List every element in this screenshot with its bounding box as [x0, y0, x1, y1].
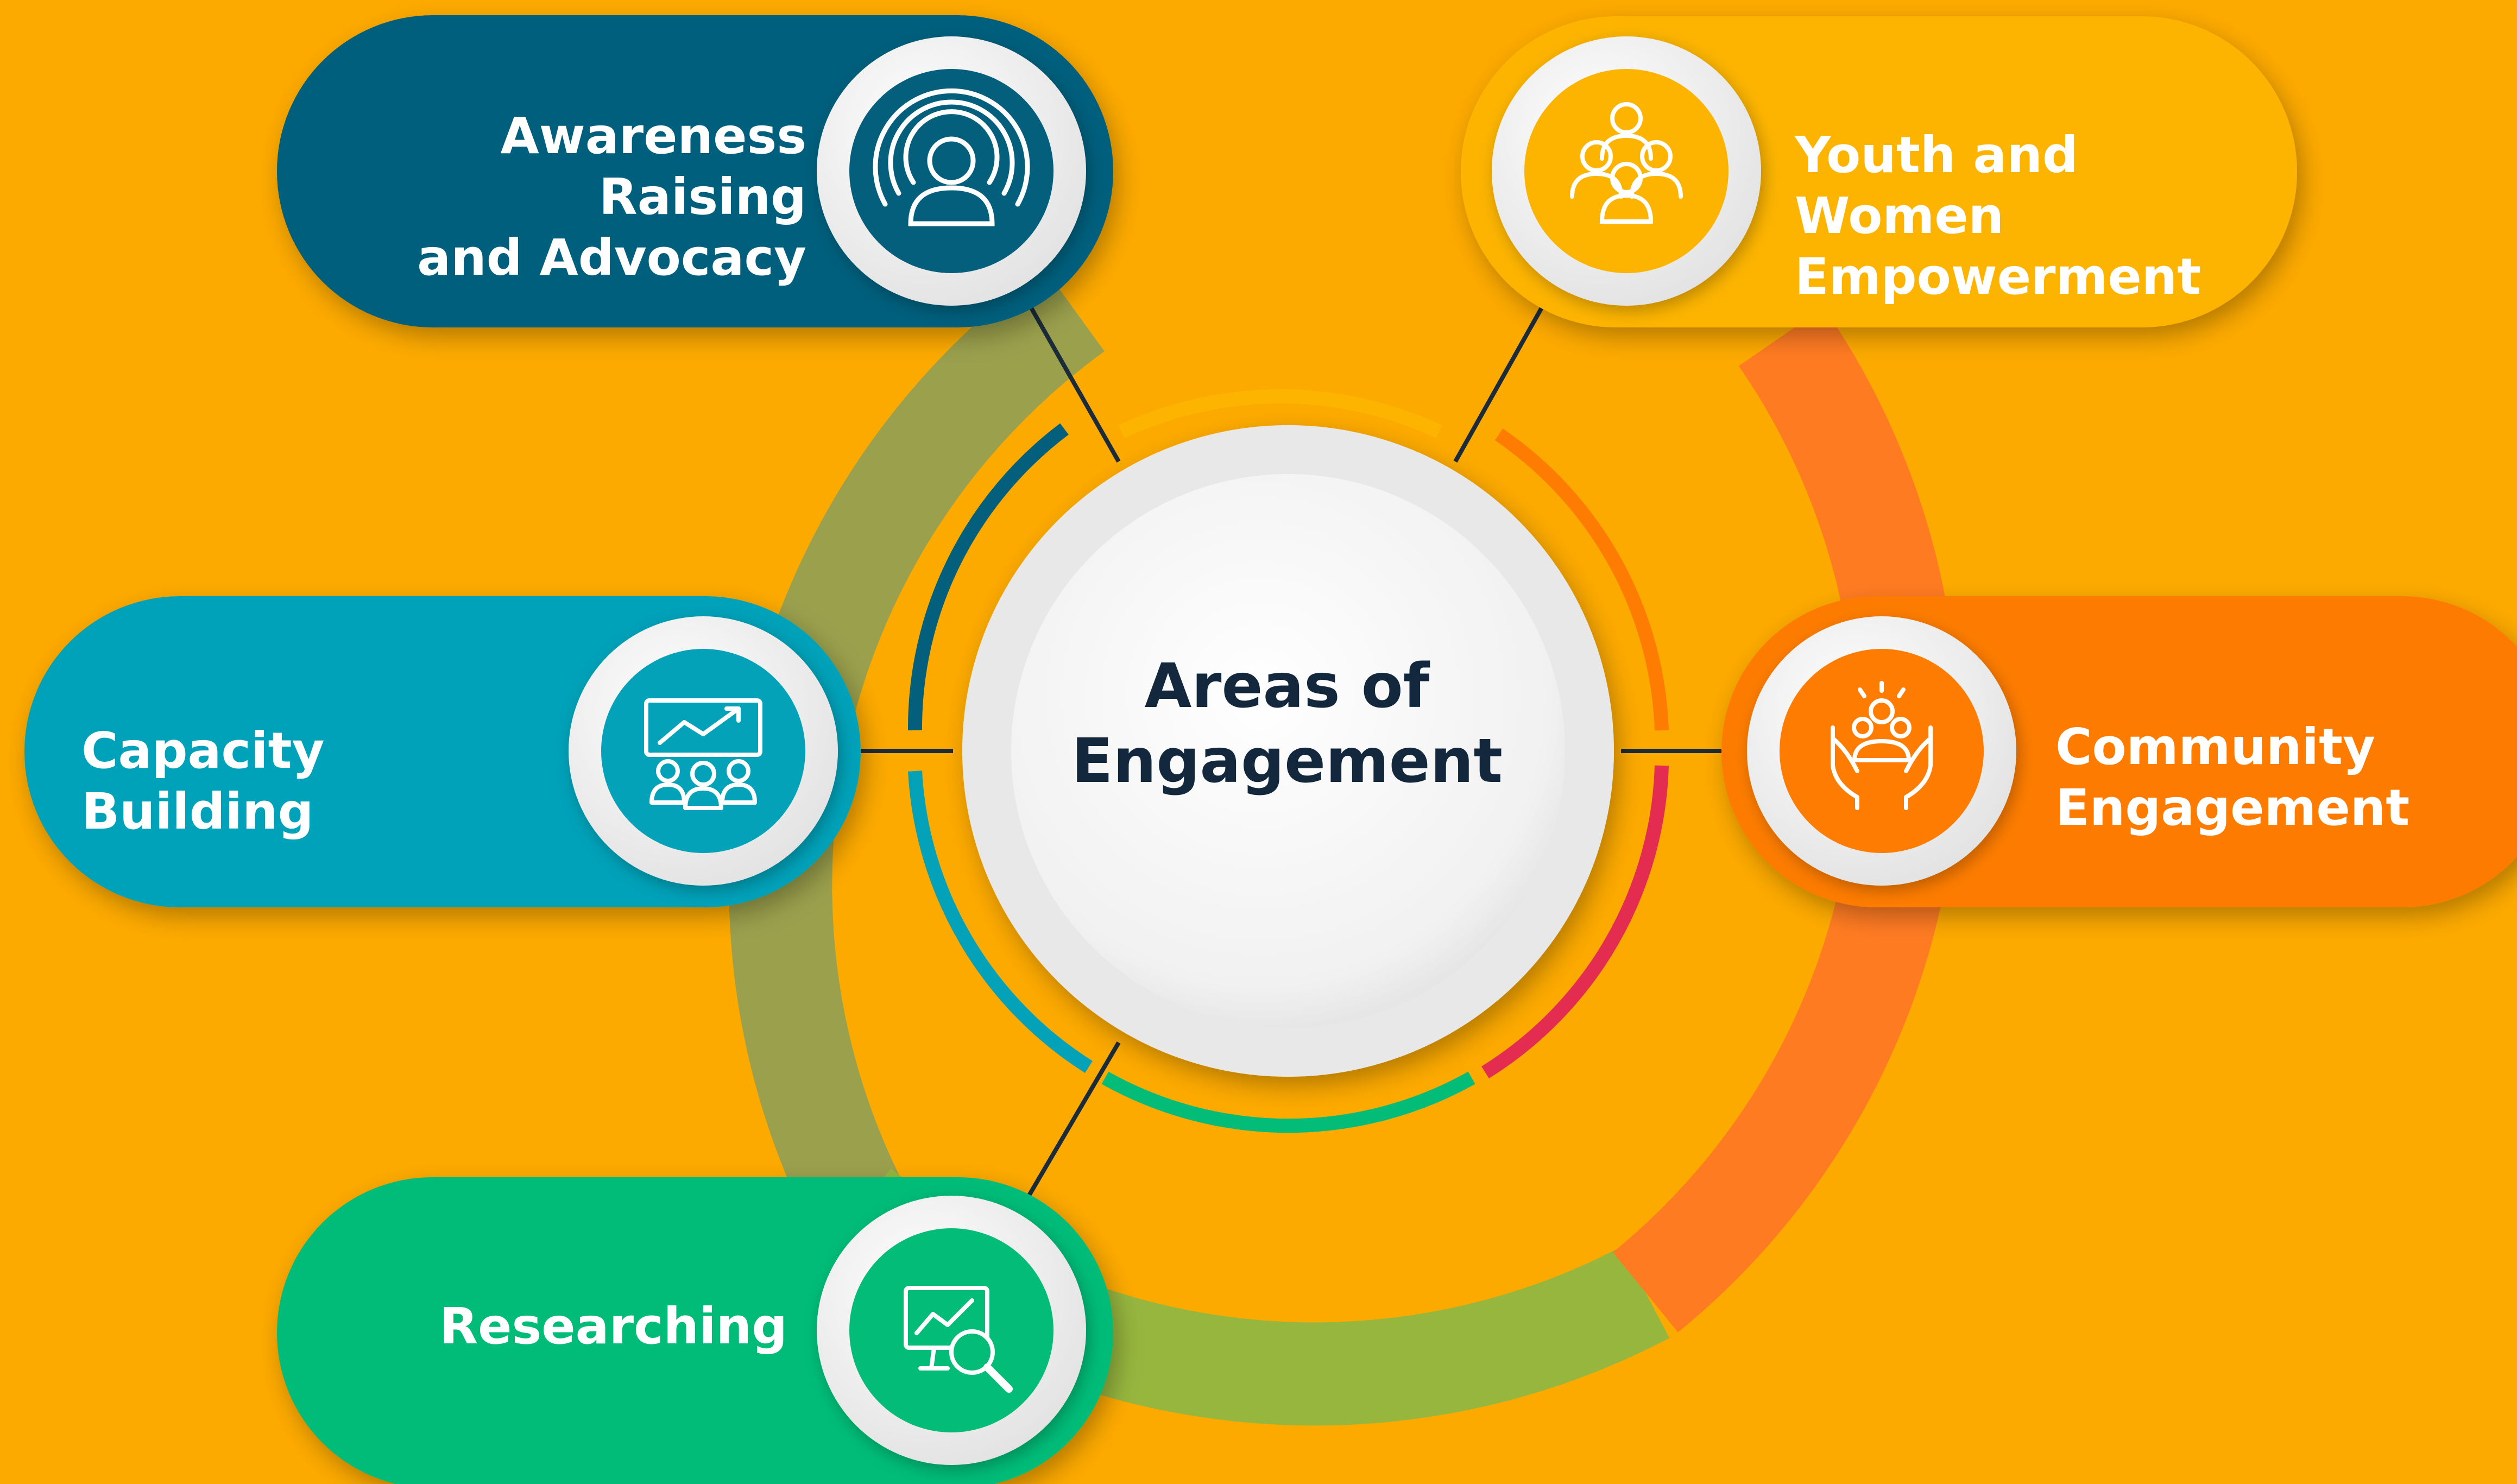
community-badge — [1780, 649, 1984, 853]
area-youth — [1461, 16, 2297, 327]
connector-awareness — [1027, 303, 1121, 463]
area-awareness — [277, 15, 1113, 327]
youth-label: Youth and Women Empowerment — [1795, 126, 2201, 306]
center-circle — [1011, 474, 1565, 1028]
area-research — [277, 1177, 1113, 1484]
training-presentation-icon — [644, 698, 762, 810]
person-broadcast-icon — [873, 88, 1030, 226]
inner-arc-teal-dark — [907, 423, 1069, 731]
area-community — [1721, 596, 2517, 907]
inner-arc-red — [1481, 765, 1669, 1079]
center-title: Areas of Engagement — [1071, 651, 1503, 797]
inner-arc-yellow — [1118, 389, 1442, 438]
awareness-badge — [849, 69, 1054, 273]
hands-community-icon — [1831, 681, 1933, 810]
monitor-magnifier-icon — [904, 1286, 1013, 1393]
community-label: Community Engagement — [2055, 718, 2410, 837]
connector-research — [1024, 1041, 1121, 1202]
awareness-label: Awareness Raising and Advocacy — [417, 107, 806, 287]
inner-arc-orange — [1494, 428, 1669, 731]
capacity-label: Capacity Building — [81, 722, 325, 841]
inner-ring — [907, 389, 1669, 1133]
connector-lines — [861, 303, 1721, 1202]
inner-arc-green — [1101, 1071, 1475, 1133]
inner-arc-blue — [908, 771, 1093, 1073]
connector-youth — [1453, 306, 1544, 463]
capacity-badge — [601, 649, 805, 853]
research-label: Researching — [439, 1297, 787, 1355]
area-capacity — [24, 596, 861, 907]
research-badge — [849, 1228, 1054, 1432]
youth-badge — [1524, 69, 1729, 273]
group-people-icon — [1570, 102, 1683, 224]
